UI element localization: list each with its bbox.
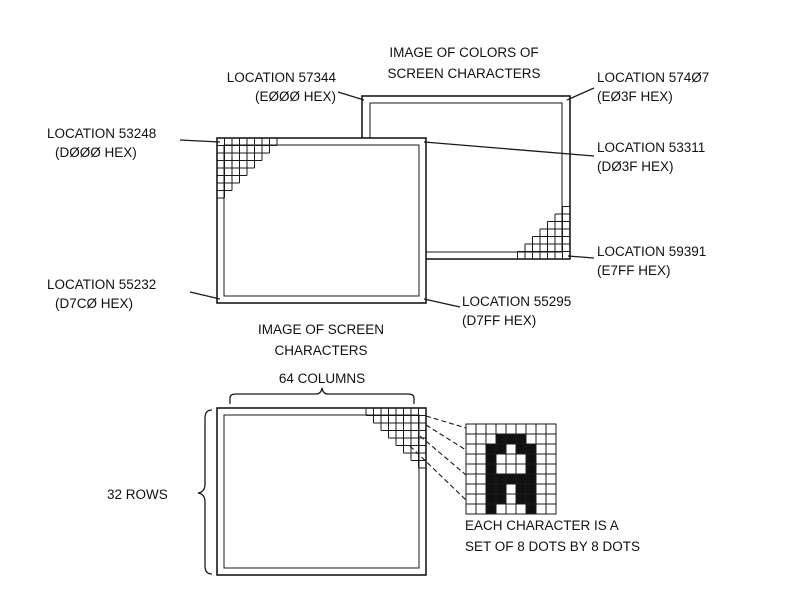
color-top-right-hex: (EØ3F HEX)	[597, 89, 673, 104]
character-dot-matrix	[465, 423, 557, 515]
screen-top-left-location: LOCATION 53248	[47, 126, 156, 141]
display-corner-grid	[365, 407, 427, 469]
leader-lines	[179, 87, 595, 308]
character-caption-line1: EACH CHARACTER IS A	[465, 518, 619, 533]
color-top-left-hex: (EØØØ HEX)	[255, 89, 336, 104]
screen-bottom-right-hex: (D7FF HEX)	[462, 313, 536, 328]
screen-memory-corner-grid	[216, 137, 278, 199]
screen-memory-title-line2: CHARACTERS	[274, 343, 367, 358]
screen-bottom-right-location: LOCATION 55295	[462, 294, 571, 309]
color-memory-corner-grid	[517, 206, 571, 260]
screen-top-right-hex: (DØ3F HEX)	[597, 159, 674, 174]
color-top-right-location: LOCATION 574Ø7	[597, 70, 709, 85]
rows-brace	[197, 409, 213, 575]
display-screen-frame	[216, 407, 427, 576]
screen-memory-frame	[216, 137, 427, 304]
projection-lines	[409, 415, 467, 501]
color-bottom-right-hex: (E7FF HEX)	[597, 263, 671, 278]
screen-top-right-location: LOCATION 53311	[597, 140, 705, 155]
columns-label: 64 COLUMNS	[279, 371, 365, 386]
character-caption-line2: SET OF 8 DOTS BY 8 DOTS	[465, 539, 640, 554]
color-memory-title-line1: IMAGE OF COLORS OF	[389, 45, 538, 60]
color-top-left-location: LOCATION 57344	[227, 70, 337, 85]
color-memory-title-line2: SCREEN CHARACTERS	[387, 66, 540, 81]
screen-memory-title-line1: IMAGE OF SCREEN	[258, 322, 384, 337]
columns-brace	[229, 387, 415, 404]
screen-bottom-left-hex: (D7CØ HEX)	[55, 296, 133, 311]
screen-top-left-hex: (DØØØ HEX)	[55, 145, 137, 160]
rows-label: 32 ROWS	[107, 487, 168, 502]
screen-bottom-left-location: LOCATION 55232	[47, 277, 156, 292]
color-bottom-right-location: LOCATION 59391	[597, 244, 706, 259]
